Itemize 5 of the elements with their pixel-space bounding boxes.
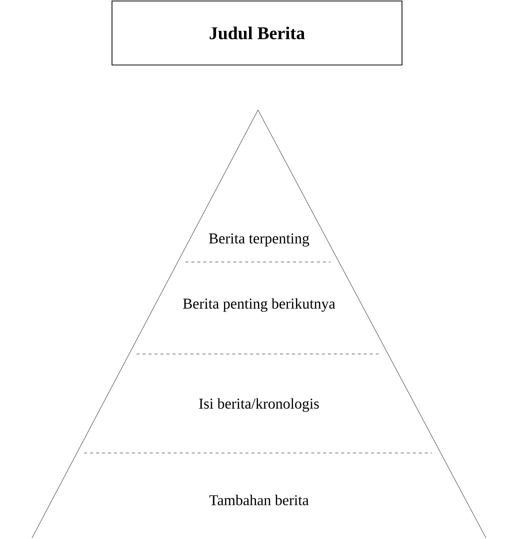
- pyramid-section-text: Berita penting berikutnya: [183, 298, 336, 312]
- pyramid-section-text: Isi berita/kronologis: [199, 398, 319, 412]
- pyramid-section-text: Berita terpenting: [209, 233, 310, 247]
- pyramid-section-text: Tambahan berita: [209, 494, 309, 506]
- title-box: Judul Berita: [112, 0, 402, 66]
